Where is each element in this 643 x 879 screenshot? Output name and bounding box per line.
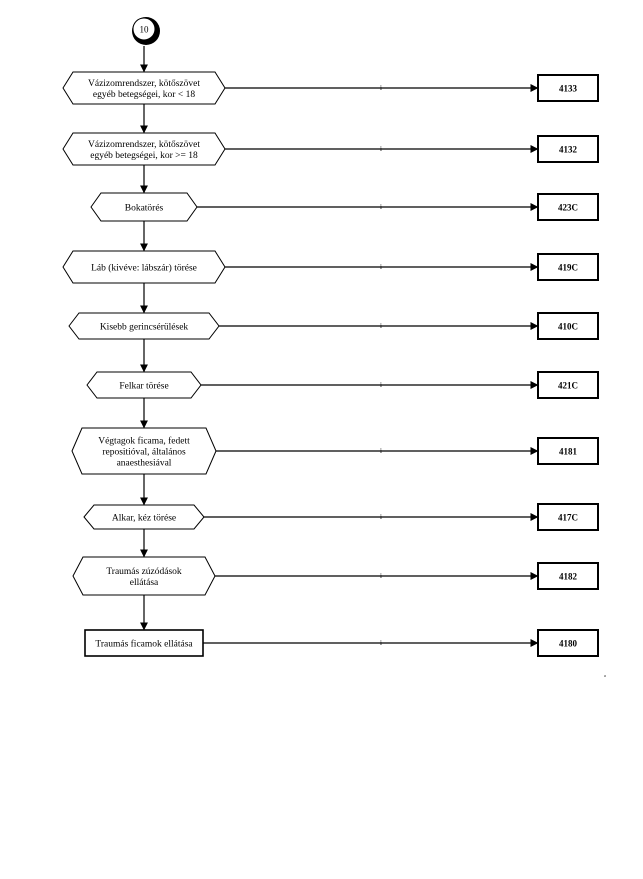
- decision-row: Traumás ficamok ellátása i 4180: [84, 629, 599, 657]
- code-box: [537, 312, 599, 340]
- branch-label: i: [380, 84, 382, 92]
- node-label: egyéb betegségei, kor < 18: [93, 90, 195, 100]
- node-label: Felkar törése: [119, 382, 168, 392]
- node-label: ellátása: [130, 578, 159, 588]
- decision-row: Kisebb gerincsérülések i 410C: [68, 312, 599, 340]
- code-label: 4180: [559, 639, 578, 649]
- code-label: 419C: [558, 263, 578, 273]
- decision-row: Alkar, kéz törése i 417C: [83, 503, 599, 531]
- branch-label: i: [380, 447, 382, 455]
- code-box: [537, 437, 599, 465]
- connector-label: 10: [140, 25, 150, 35]
- code-label: 423C: [558, 203, 578, 213]
- node-label: anaesthesiával: [117, 459, 172, 469]
- code-label: 410C: [558, 322, 578, 332]
- node-label: Bokatörés: [125, 204, 164, 214]
- node-label: repositióval, általános: [102, 448, 186, 458]
- decision-row: Bokatörés i 423C: [90, 192, 599, 222]
- code-box: [537, 562, 599, 590]
- process-box: [84, 629, 204, 657]
- node-label: Vázizomrendszer, kötőszövet: [88, 140, 200, 150]
- branch-label: i: [380, 203, 382, 211]
- code-box: [537, 253, 599, 281]
- code-label: 4181: [559, 447, 578, 457]
- branch-label: i: [380, 263, 382, 271]
- code-box: [537, 371, 599, 399]
- code-box: [537, 135, 599, 163]
- code-label: 4182: [559, 572, 578, 582]
- node-label: Vázizomrendszer, kötőszövet: [88, 79, 200, 89]
- code-label: 4132: [559, 145, 578, 155]
- branch-label: i: [380, 639, 382, 647]
- decision-row: Láb (kivéve: lábszár) törése i 419C: [62, 250, 599, 284]
- branch-label: i: [380, 381, 382, 389]
- code-label: 4133: [559, 84, 578, 94]
- branch-label: i: [380, 145, 382, 153]
- code-box: [537, 629, 599, 657]
- node-label: Láb (kivéve: lábszár) törése: [91, 263, 197, 274]
- code-box: [537, 74, 599, 102]
- code-box: [537, 193, 599, 221]
- code-box: [537, 503, 599, 531]
- code-label: 421C: [558, 381, 578, 391]
- code-label: 417C: [558, 513, 578, 523]
- decision-row: Felkar törése i 421C: [86, 371, 599, 399]
- node-label: Alkar, kéz törése: [112, 514, 176, 524]
- branch-label: i: [380, 513, 382, 521]
- node-label: Traumás ficamok ellátása: [95, 639, 193, 650]
- corner-mark: a: [604, 673, 606, 678]
- node-label: Traumás zúzódások: [106, 567, 182, 577]
- branch-label: i: [380, 322, 382, 330]
- branch-label: i: [380, 572, 382, 580]
- start-connector: 10: [132, 17, 160, 45]
- node-label: egyéb betegségei, kor >= 18: [90, 151, 198, 161]
- node-label: Kisebb gerincsérülések: [100, 323, 189, 333]
- node-label: Végtagok ficama, fedett: [98, 436, 190, 447]
